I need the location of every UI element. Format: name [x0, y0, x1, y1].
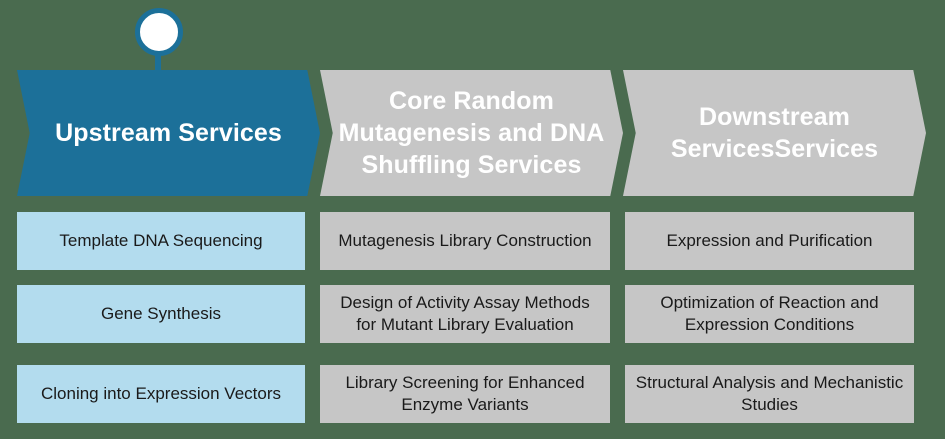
service-item[interactable]: Cloning into Expression Vectors	[17, 365, 305, 423]
service-item-label: Template DNA Sequencing	[59, 230, 263, 250]
stage-header-core[interactable]: Core Random Mutagenesis and DNA Shufflin…	[320, 70, 623, 196]
service-item-label: Library Screening for Enhanced Enzyme Va…	[345, 372, 585, 414]
service-item-label: Mutagenesis Library Construction	[338, 230, 592, 250]
service-item[interactable]: Mutagenesis Library Construction	[320, 212, 610, 270]
service-item[interactable]: Expression and Purification	[625, 212, 914, 270]
service-item[interactable]: Design of Activity Assay Methods for Mut…	[320, 285, 610, 343]
stage-header-upstream[interactable]: Upstream Services	[17, 70, 320, 196]
stage-header-downstream[interactable]: Downstream ServicesServices	[623, 70, 926, 196]
stage-header-label: Upstream Services	[55, 119, 282, 147]
service-item-label: Cloning into Expression Vectors	[40, 383, 282, 403]
service-item[interactable]: Library Screening for Enhanced Enzyme Va…	[320, 365, 610, 423]
stage-header-label: Downstream ServicesServices	[670, 103, 879, 163]
service-item-label: Expression and Purification	[666, 230, 873, 250]
stage-header-label: Core Random Mutagenesis and DNA Shufflin…	[338, 87, 605, 179]
service-item-label: Gene Synthesis	[100, 303, 221, 323]
service-item[interactable]: Structural Analysis and Mechanistic Stud…	[625, 365, 914, 423]
pin-stem	[155, 48, 161, 80]
pin-ring	[135, 8, 183, 56]
service-item[interactable]: Gene Synthesis	[17, 285, 305, 343]
service-item-label: Optimization of Reaction and Expression …	[660, 292, 879, 334]
service-item[interactable]: Optimization of Reaction and Expression …	[625, 285, 914, 343]
service-item[interactable]: Template DNA Sequencing	[17, 212, 305, 270]
service-item-label: Structural Analysis and Mechanistic Stud…	[635, 372, 904, 414]
service-item-label: Design of Activity Assay Methods for Mut…	[340, 292, 590, 334]
